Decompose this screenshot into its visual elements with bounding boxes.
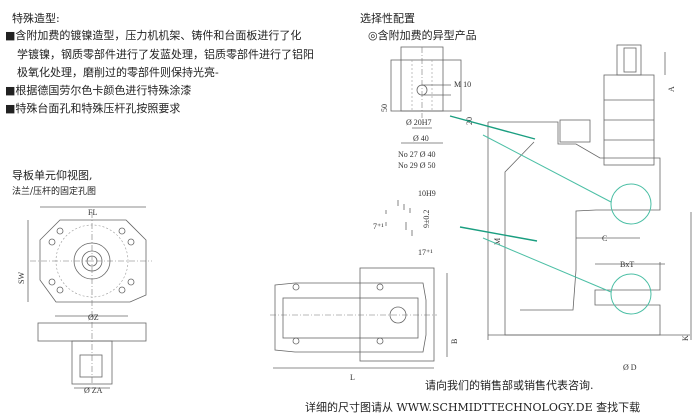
label-10h9: 10H9 bbox=[418, 189, 436, 198]
label-7: 7⁺¹ bbox=[373, 222, 384, 231]
footer-download: 详细的尺寸图请从 WWW.SCHMIDTTECHNOLOGY.DE 查找下载 bbox=[305, 401, 641, 414]
label-oz: ØZ bbox=[88, 313, 99, 322]
label-sw: SW bbox=[17, 272, 26, 284]
label-k: K bbox=[681, 335, 690, 341]
label-od: Ø D bbox=[623, 363, 637, 372]
label-50: 50 bbox=[380, 104, 389, 112]
special-bullet-1-cont: 学镀镍，钢质零部件进行了发蓝处理，铝质零部件进行了铝阳 bbox=[17, 48, 314, 61]
label-l: L bbox=[350, 373, 355, 382]
label-b: B bbox=[450, 339, 459, 344]
label-9: 9±0.2 bbox=[422, 210, 431, 228]
label-bxt: BxT bbox=[620, 260, 634, 269]
guide-side-view: L B bbox=[270, 267, 459, 382]
label-m: M bbox=[493, 238, 502, 245]
bottom-view-title: 导板单元仰视图, bbox=[12, 169, 93, 182]
label-17: 17⁺¹ bbox=[418, 248, 433, 257]
footer-contact: 请向我们的销售部或销售代表咨询. bbox=[425, 379, 594, 392]
special-bullet-1-cont2: 极氧化处理，磨削过的零部件则保持光亮- bbox=[17, 66, 219, 79]
label-d20h7: Ø 20H7 bbox=[406, 118, 432, 127]
options-item: ◎含附加费的异型产品 bbox=[368, 29, 477, 42]
special-bullet-2: ■根据德国劳尔色卡颜色进行特殊涂漆 bbox=[5, 84, 192, 97]
label-oza: Ø ZA bbox=[84, 386, 103, 395]
label-c: C bbox=[602, 234, 607, 243]
special-title: 特殊造型: bbox=[12, 12, 60, 25]
flange-bottom-view: FL SW ØZ Ø ZA bbox=[17, 206, 152, 395]
special-bullet-1: ■含附加费的镀镍造型，压力机机架、铸件和台面板进行了化 bbox=[5, 29, 302, 42]
press-frame-drawing: A 20 M C BxT K Ø D bbox=[449, 44, 692, 372]
label-fl: FL bbox=[88, 208, 97, 217]
pin-detail-drawing: M 10 50 Ø 20H7 Ø 40 No 27 Ø 40 No 29 Ø 5… bbox=[380, 46, 471, 170]
bottom-view-subtitle: 法兰/压杆的固定孔图 bbox=[12, 187, 97, 197]
options-title: 选择性配置 bbox=[360, 12, 415, 25]
label-m10: M 10 bbox=[454, 80, 471, 89]
label-no27: No 27 Ø 40 bbox=[398, 150, 436, 159]
label-no29: No 29 Ø 50 bbox=[398, 161, 436, 170]
label-a: A bbox=[667, 86, 676, 92]
special-bullet-3: ■特殊台面孔和特殊压杆孔按照要求 bbox=[5, 102, 181, 115]
tslot-detail-drawing: 10H9 9±0.2 7⁺¹ 17⁺¹ bbox=[373, 189, 436, 257]
label-d40: Ø 40 bbox=[413, 134, 429, 143]
